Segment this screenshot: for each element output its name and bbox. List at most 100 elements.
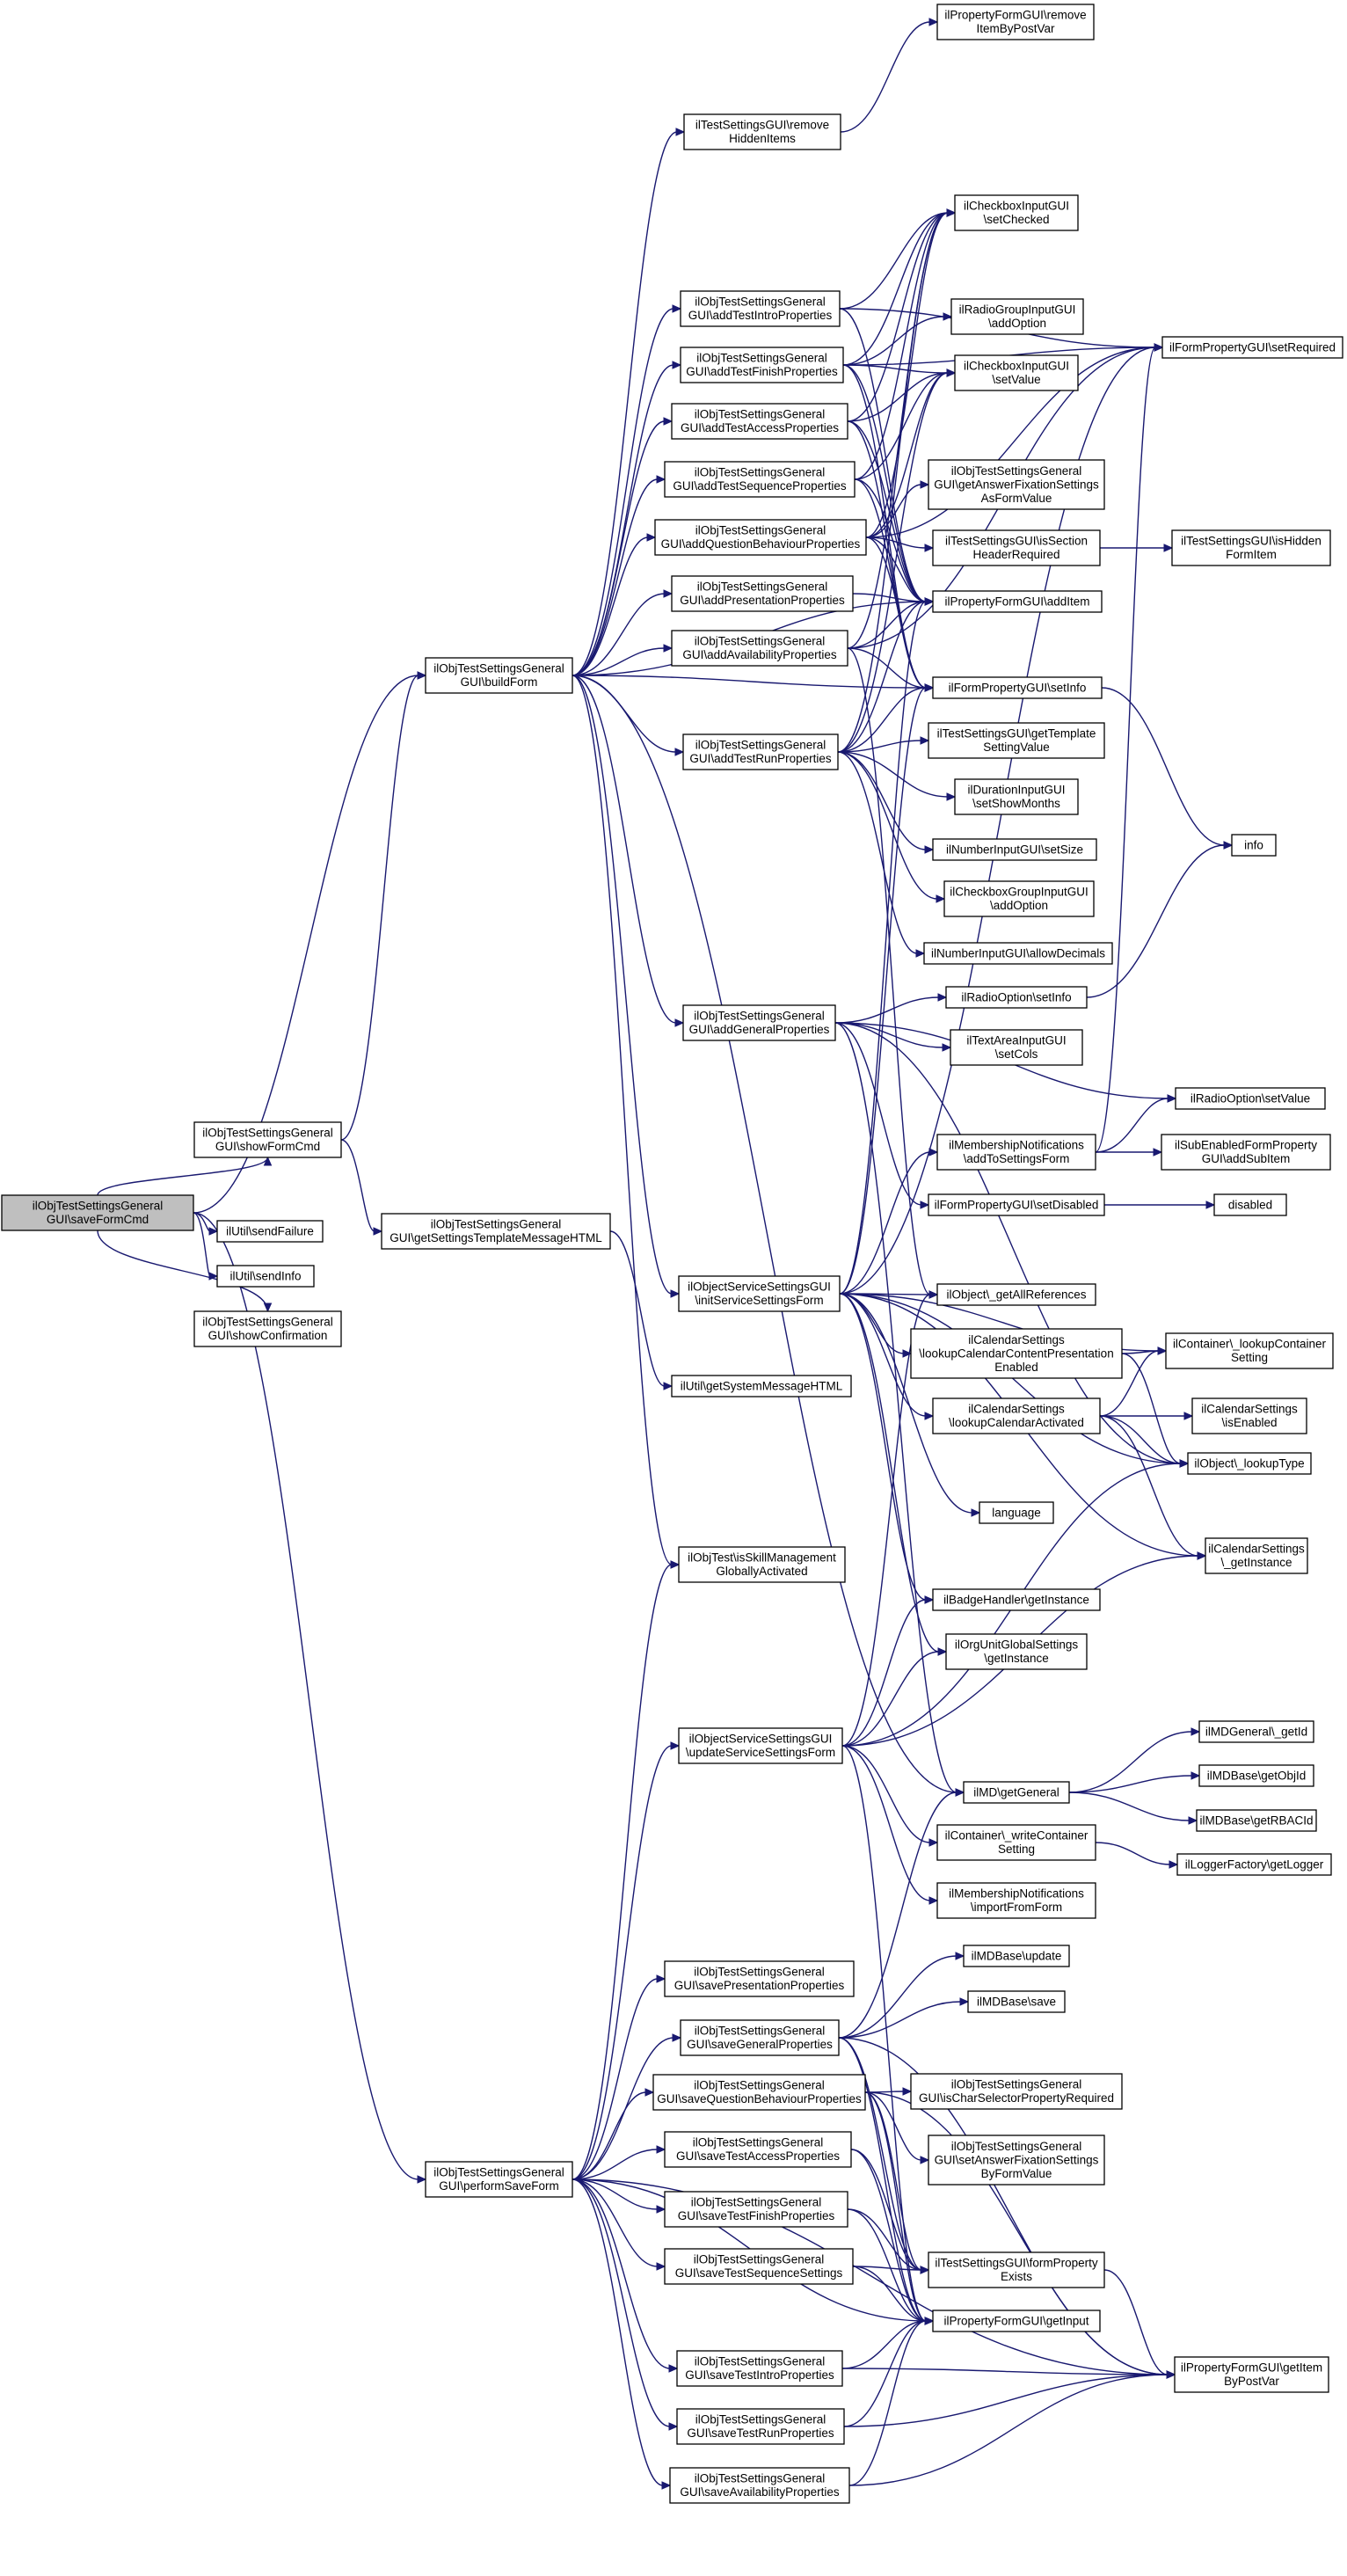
node-box[interactable] — [928, 722, 1105, 759]
node-box[interactable] — [1175, 1087, 1326, 1110]
node-save-test-finish-properties[interactable]: ilObjTestSettingsGeneralGUI\saveTestFini… — [664, 2191, 848, 2228]
node-box[interactable] — [664, 1960, 855, 1997]
node-save-availability-properties[interactable]: ilObjTestSettingsGeneralGUI\saveAvailabi… — [669, 2467, 850, 2504]
node-box[interactable] — [967, 1990, 1066, 2013]
node-box[interactable] — [683, 113, 841, 150]
node-add-question-behaviour-properties[interactable]: ilObjTestSettingsGeneralGUI\addQuestionB… — [654, 519, 867, 556]
node-save-test-run-properties[interactable]: ilObjTestSettingsGeneralGUI\saveTestRunP… — [676, 2408, 845, 2445]
node-box[interactable] — [1205, 1537, 1308, 1574]
node-add-test-access-properties[interactable]: ilObjTestSettingsGeneralGUI\addTestAcces… — [671, 403, 848, 440]
node-show-confirmation[interactable]: ilObjTestSettingsGeneralGUI\showConfirma… — [193, 1310, 342, 1347]
node-box[interactable] — [664, 2248, 854, 2285]
node-get-system-message-html[interactable]: ilUtil\getSystemMessageHTML — [671, 1375, 852, 1397]
node-md-base-get-obj-id[interactable]: ilMDBase\getObjId — [1198, 1764, 1314, 1787]
node-box[interactable] — [671, 1375, 852, 1397]
node-get-logger[interactable]: ilLoggerFactory\getLogger — [1176, 1853, 1332, 1876]
node-box[interactable] — [910, 2073, 1123, 2110]
node-box[interactable] — [932, 2310, 1101, 2332]
node-add-test-intro-properties[interactable]: ilObjTestSettingsGeneralGUI\addTestIntro… — [680, 290, 841, 327]
node-save-presentation-properties[interactable]: ilObjTestSettingsGeneralGUI\savePresenta… — [664, 1960, 855, 1997]
node-box[interactable] — [425, 2161, 573, 2198]
node-box[interactable] — [943, 880, 1095, 917]
node-ta-set-cols[interactable]: ilTextAreaInputGUI\setCols — [950, 1029, 1083, 1066]
node-box[interactable] — [910, 1328, 1123, 1379]
node-is-char-selector-property-required[interactable]: ilObjTestSettingsGeneralGUI\isCharSelect… — [910, 2073, 1123, 2110]
node-box[interactable] — [936, 1283, 1096, 1306]
node-box[interactable] — [928, 2251, 1105, 2288]
node-md-base-get-rbacid[interactable]: ilMDBase\getRBACId — [1196, 1809, 1317, 1832]
node-add-availability-properties[interactable]: ilObjTestSettingsGeneralGUI\addAvailabil… — [671, 630, 848, 667]
node-box[interactable] — [682, 733, 839, 770]
node-box[interactable] — [652, 2074, 866, 2111]
node-import-from-form[interactable]: ilMembershipNotifications\importFromForm — [936, 1882, 1096, 1919]
node-fp-set-required[interactable]: ilFormPropertyGUI\setRequired — [1161, 336, 1343, 359]
node-box[interactable] — [1161, 1134, 1331, 1171]
node-box[interactable] — [669, 2467, 850, 2504]
node-lookup-type[interactable]: ilObject\_lookupType — [1187, 1452, 1312, 1475]
node-save-question-behaviour-properties[interactable]: ilObjTestSettingsGeneralGUI\saveQuestion… — [652, 2074, 866, 2111]
node-box[interactable] — [963, 1781, 1070, 1804]
node-lookup-calendar-content-presentation-enabled[interactable]: ilCalendarSettings\lookupCalendarContent… — [910, 1328, 1123, 1379]
node-box[interactable] — [945, 986, 1088, 1009]
node-box[interactable] — [680, 2019, 840, 2056]
node-box[interactable] — [945, 1633, 1088, 1670]
node-box[interactable] — [928, 2135, 1105, 2186]
node-cal-get-instance[interactable]: ilCalendarSettings\_getInstance — [1205, 1537, 1308, 1574]
node-lookup-calendar-activated[interactable]: ilCalendarSettings\lookupCalendarActivat… — [932, 1397, 1101, 1434]
node-box[interactable] — [936, 4, 1095, 40]
node-box[interactable] — [954, 354, 1079, 391]
node-fp-set-disabled[interactable]: ilFormPropertyGUI\setDisabled — [928, 1193, 1105, 1216]
node-cg-add-option[interactable]: ilCheckboxGroupInputGUI\addOption — [943, 880, 1095, 917]
node-add-test-run-properties[interactable]: ilObjTestSettingsGeneralGUI\addTestRunPr… — [682, 733, 839, 770]
node-box[interactable] — [979, 1501, 1054, 1524]
node-pf-add-item[interactable]: ilPropertyFormGUI\addItem — [932, 590, 1103, 613]
node-box[interactable] — [654, 519, 867, 556]
node-md-base-update[interactable]: ilMDBase\update — [963, 1945, 1070, 1967]
node-box[interactable] — [664, 461, 856, 498]
node-box[interactable] — [1196, 1809, 1317, 1832]
node-box[interactable] — [1231, 834, 1277, 857]
node-add-general-properties[interactable]: ilObjTestSettingsGeneralGUI\addGeneralPr… — [682, 1004, 836, 1041]
node-box[interactable] — [932, 529, 1101, 566]
node-get-all-references[interactable]: ilObject\_getAllReferences — [936, 1283, 1096, 1306]
node-get-settings-template-message-html[interactable]: ilObjTestSettingsGeneralGUI\getSettingsT… — [381, 1213, 611, 1250]
node-get-template-setting-value[interactable]: ilTestSettingsGUI\getTemplateSettingValu… — [928, 722, 1105, 759]
node-is-skill-management-globally-activated[interactable]: ilObjTest\isSkillManagementGloballyActiv… — [678, 1546, 846, 1583]
node-box[interactable] — [1213, 1193, 1287, 1216]
node-cb-set-value[interactable]: ilCheckboxInputGUI\setValue — [954, 354, 1079, 391]
node-box[interactable] — [678, 1727, 843, 1764]
node-box[interactable] — [678, 1275, 841, 1312]
node-box[interactable] — [936, 1134, 1096, 1171]
node-box[interactable] — [381, 1213, 611, 1250]
node-box[interactable] — [928, 459, 1105, 510]
node-perform-save-form[interactable]: ilObjTestSettingsGeneralGUI\performSaveF… — [425, 2161, 573, 2198]
node-box[interactable] — [1171, 529, 1331, 566]
node-box[interactable] — [676, 2408, 845, 2445]
node-save-test-sequence-settings[interactable]: ilObjTestSettingsGeneralGUI\saveTestSequ… — [664, 2248, 854, 2285]
node-box[interactable] — [954, 778, 1079, 815]
node-info[interactable]: info — [1231, 834, 1277, 857]
node-box[interactable] — [954, 194, 1079, 231]
node-box[interactable] — [671, 575, 854, 612]
node-box[interactable] — [216, 1265, 315, 1288]
node-box[interactable] — [671, 630, 848, 667]
node-org-unit-get-instance[interactable]: ilOrgUnitGlobalSettings\getInstance — [945, 1633, 1088, 1670]
node-box[interactable] — [216, 1220, 324, 1243]
node-box[interactable] — [1191, 1397, 1307, 1434]
node-disabled[interactable]: disabled — [1213, 1193, 1287, 1216]
node-box[interactable] — [664, 2191, 848, 2228]
node-md-get-general[interactable]: ilMD\getGeneral — [963, 1781, 1070, 1804]
node-box[interactable] — [932, 838, 1097, 861]
node-box[interactable] — [963, 1945, 1070, 1967]
node-box[interactable] — [932, 1397, 1101, 1434]
node-ni-set-size[interactable]: ilNumberInputGUI\setSize — [932, 838, 1097, 861]
node-box[interactable] — [1198, 1720, 1314, 1743]
